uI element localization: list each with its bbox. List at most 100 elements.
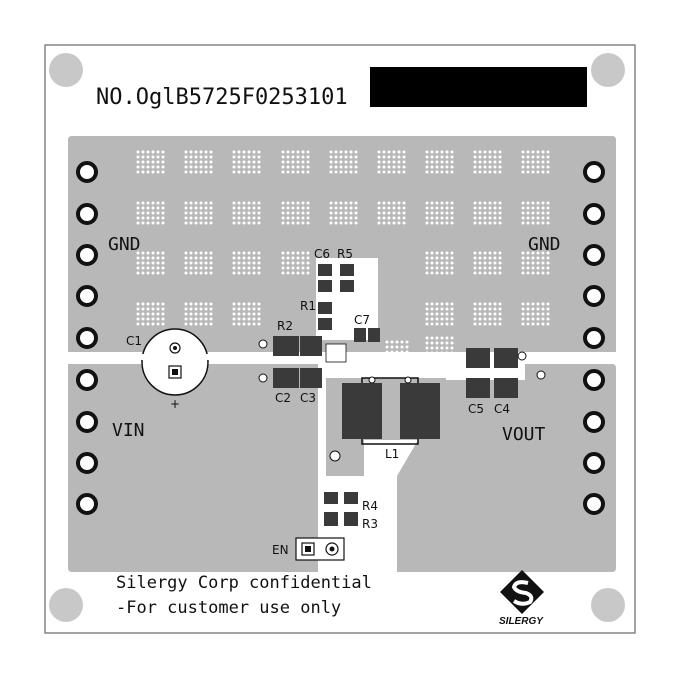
via (425, 256, 429, 260)
via (156, 251, 160, 255)
via (189, 221, 193, 225)
via (349, 211, 353, 215)
via (397, 165, 401, 169)
via (450, 341, 454, 345)
via (334, 201, 338, 205)
via (473, 165, 477, 169)
header-pin (583, 327, 605, 349)
via (397, 216, 401, 220)
via (257, 322, 261, 326)
via (209, 266, 213, 270)
via (473, 211, 477, 215)
via (493, 201, 497, 205)
via (450, 201, 454, 205)
via (291, 201, 295, 205)
via (498, 266, 502, 270)
via (291, 256, 295, 260)
logo-text: SILERGY (499, 616, 544, 627)
via (445, 201, 449, 205)
via (440, 341, 444, 345)
via (478, 211, 482, 215)
via (301, 201, 305, 205)
via (204, 150, 208, 154)
via (478, 317, 482, 321)
label-c1-polarity: + (170, 397, 180, 411)
mounting-hole-top-left (49, 53, 83, 87)
via (397, 201, 401, 205)
via (402, 221, 406, 225)
via (161, 251, 165, 255)
net-label-vout: VOUT (502, 424, 546, 445)
via (141, 251, 145, 255)
via (209, 211, 213, 215)
redaction-box (370, 67, 587, 107)
via (521, 206, 525, 210)
via (281, 261, 285, 265)
via (478, 266, 482, 270)
via (252, 307, 256, 311)
via (257, 307, 261, 311)
via (473, 160, 477, 164)
via (493, 165, 497, 169)
via (445, 261, 449, 265)
via (344, 221, 348, 225)
via (392, 221, 396, 225)
via (232, 165, 236, 169)
via (141, 256, 145, 260)
via (232, 261, 236, 265)
via (189, 155, 193, 159)
via (184, 261, 188, 265)
via (392, 216, 396, 220)
via (156, 256, 160, 260)
via (237, 271, 241, 275)
via (521, 307, 525, 311)
header-pins-right (583, 161, 605, 515)
via (354, 155, 358, 159)
via (151, 201, 155, 205)
via (531, 150, 535, 154)
via (531, 165, 535, 169)
via (141, 271, 145, 275)
via (247, 317, 251, 321)
via (425, 261, 429, 265)
via (146, 160, 150, 164)
via (252, 317, 256, 321)
via (329, 201, 333, 205)
via (204, 251, 208, 255)
via (473, 155, 477, 159)
via (488, 251, 492, 255)
via (488, 211, 492, 215)
via (199, 256, 203, 260)
via (425, 322, 429, 326)
header-pin (76, 411, 98, 433)
via (536, 256, 540, 260)
via (440, 351, 444, 355)
via (521, 256, 525, 260)
via (301, 150, 305, 154)
via (473, 201, 477, 205)
via (301, 271, 305, 275)
via (392, 155, 396, 159)
via (334, 206, 338, 210)
via (546, 206, 550, 210)
via (286, 170, 290, 174)
via (199, 251, 203, 255)
via (536, 160, 540, 164)
via (536, 271, 540, 275)
via (483, 312, 487, 316)
via (141, 155, 145, 159)
via (531, 211, 535, 215)
via (349, 150, 353, 154)
via (184, 312, 188, 316)
via (247, 165, 251, 169)
via (483, 256, 487, 260)
via (546, 312, 550, 316)
via (483, 165, 487, 169)
via (156, 317, 160, 321)
via (291, 251, 295, 255)
via (531, 312, 535, 316)
via (136, 150, 140, 154)
via (199, 165, 203, 169)
via (435, 322, 439, 326)
